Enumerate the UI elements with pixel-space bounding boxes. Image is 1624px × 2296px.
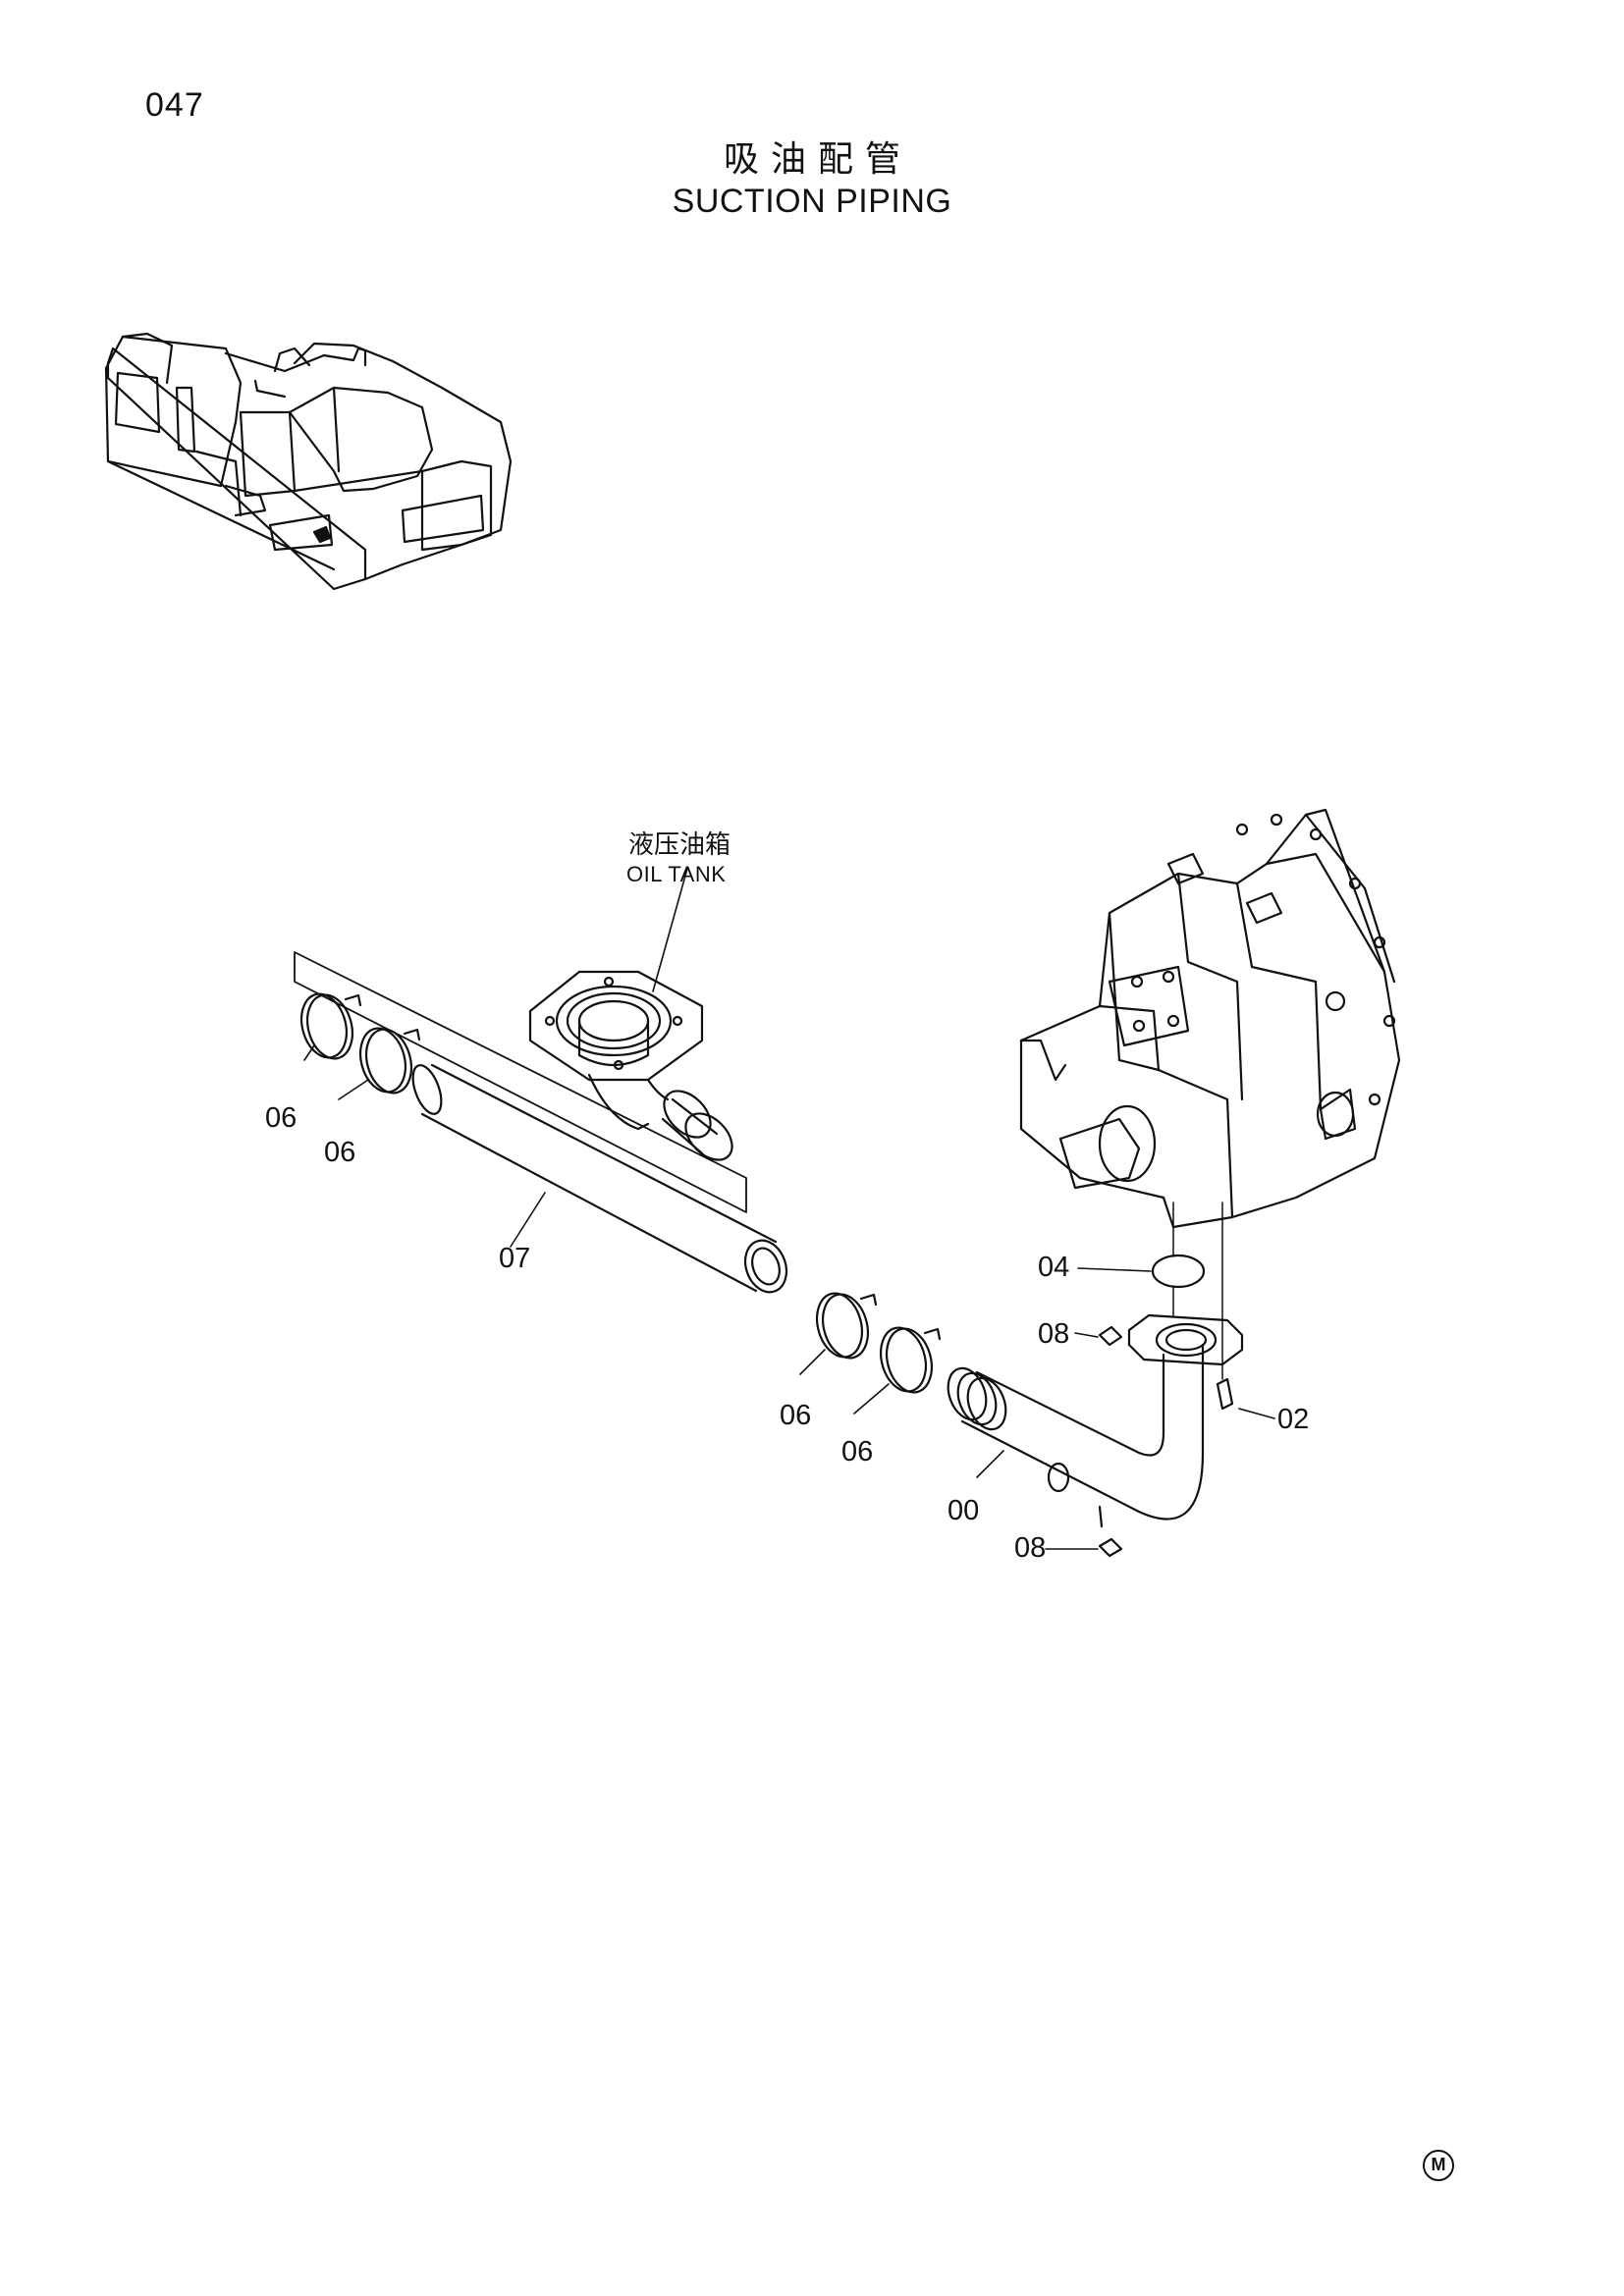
callout-08: 08 xyxy=(1038,1318,1070,1350)
callout-08: 08 xyxy=(1014,1532,1047,1564)
o-ring-icon xyxy=(1151,1254,1206,1289)
callout-04: 04 xyxy=(1038,1252,1070,1283)
bolt-icon xyxy=(1098,1325,1234,1558)
callout-00: 00 xyxy=(947,1495,980,1526)
callout-06: 06 xyxy=(780,1400,812,1431)
maker-mark-icon: M xyxy=(1423,2150,1454,2181)
callout-leaders xyxy=(303,1044,1275,1550)
assembly-shade-band xyxy=(294,951,747,1213)
pipe-flange-icon xyxy=(1127,1313,1244,1366)
oil-tank-flange-icon xyxy=(528,970,733,1161)
oil-tank-label-en: OIL TANK xyxy=(626,862,727,886)
hose-clamp-icon xyxy=(299,992,421,1095)
hose-clamp-icon xyxy=(815,1292,942,1394)
oil-tank-label-cn: 液压油箱 xyxy=(628,830,731,860)
callout-06: 06 xyxy=(841,1436,874,1468)
assembly-guide-lines xyxy=(1172,1201,1223,1380)
page-title-cn: 吸油配管 xyxy=(723,139,912,180)
page-number: 047 xyxy=(145,86,204,124)
callout-06: 06 xyxy=(265,1102,298,1134)
suction-hose-icon xyxy=(411,1063,788,1294)
callout-06: 06 xyxy=(324,1137,356,1168)
hydraulic-pump-icon xyxy=(1019,808,1401,1229)
suction-pipe-icon xyxy=(947,1343,1205,1528)
page-title-en: SUCTION PIPING xyxy=(672,183,952,220)
callout-02: 02 xyxy=(1277,1404,1310,1435)
callout-07: 07 xyxy=(499,1243,531,1274)
oil-tank-leader xyxy=(652,868,688,992)
excavator-overview-icon xyxy=(104,332,513,591)
